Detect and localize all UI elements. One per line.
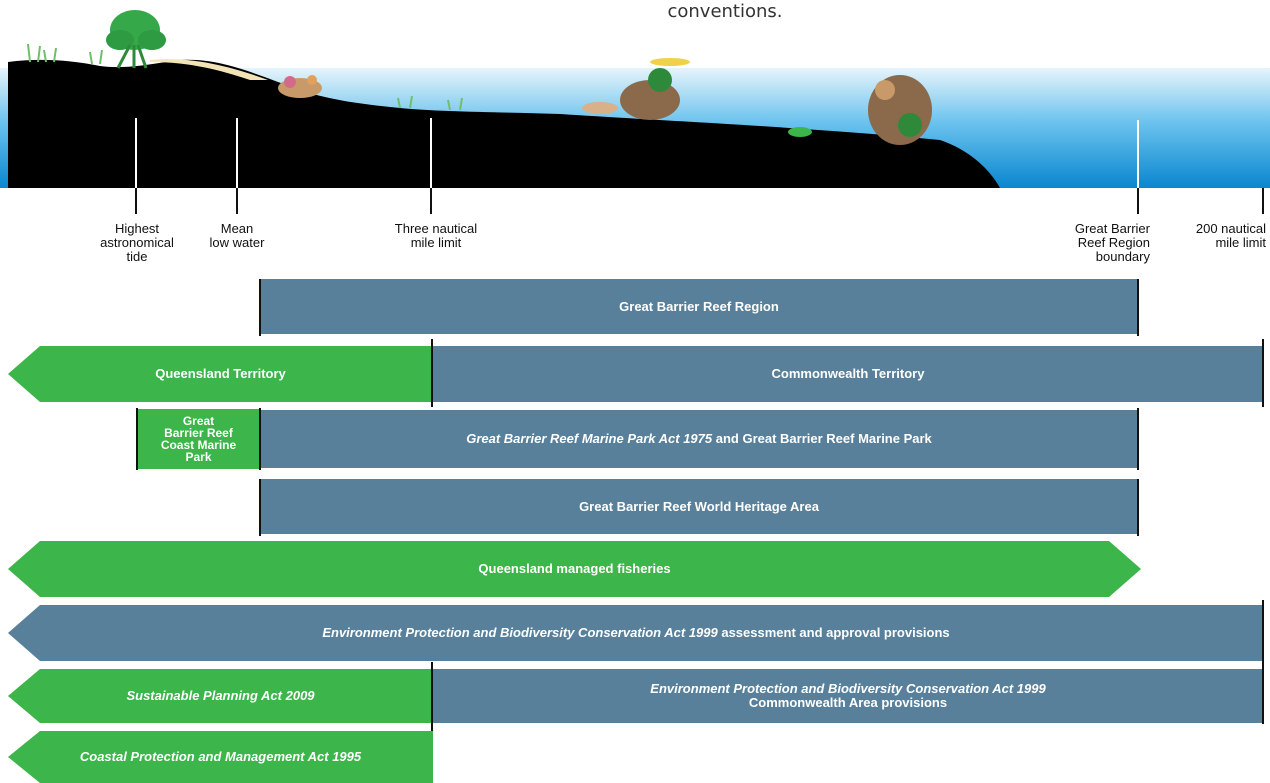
band-gbr-region: Great Barrier Reef Region (260, 279, 1138, 334)
divider (1137, 408, 1139, 470)
mangrove-tree-icon (106, 10, 166, 69)
band-epbc-commonwealth-area: Environment Protection and Biodiversity … (432, 669, 1264, 723)
tick-two-hundred-nm (1262, 188, 1264, 214)
divider (1137, 279, 1139, 336)
divider (1262, 664, 1264, 724)
arrow-queensland-territory: Queensland Territory (8, 346, 433, 402)
arrow-sustainable-planning-act: Sustainable Planning Act 2009 (8, 669, 433, 723)
divider (1137, 479, 1139, 536)
reef-cross-section (0, 10, 1270, 188)
text-sustainable-planning-act: Sustainable Planning Act 2009 (126, 688, 315, 703)
band-world-heritage-area: Great Barrier Reef World Heritage Area (260, 479, 1138, 534)
tick-mean-low (236, 118, 238, 214)
band-commonwealth-territory: Commonwealth Territory (432, 346, 1264, 402)
text-coastal-protection-act: Coastal Protection and Management Act 19… (79, 749, 362, 764)
divider (431, 339, 433, 407)
divider (259, 279, 261, 336)
beach-sand (150, 59, 268, 80)
arrow-coastal-protection-act: Coastal Protection and Management Act 19… (8, 731, 433, 783)
text-epbc-assessment: Environment Protection and Biodiversity … (322, 625, 950, 640)
divider (259, 479, 261, 536)
band-marine-park-act: Great Barrier Reef Marine Park Act 1975 … (260, 410, 1138, 468)
tick-gbr-boundary (1137, 120, 1139, 214)
seagrass-icon (27, 43, 463, 111)
arrow-epbc-assessment: Environment Protection and Biodiversity … (8, 605, 1264, 661)
divider (259, 408, 261, 470)
coral-cluster-icon (278, 58, 932, 145)
text-queensland-territory: Queensland Territory (155, 366, 286, 381)
divider (1262, 339, 1264, 407)
arrow-queensland-fisheries: Queensland managed fisheries (8, 541, 1141, 597)
divider (431, 662, 433, 783)
divider (1262, 600, 1264, 664)
divider (136, 408, 138, 470)
caption-fragment: conventions. (667, 1, 783, 22)
tick-three-nm (430, 118, 432, 214)
tick-highest-tide (135, 118, 137, 214)
text-queensland-fisheries: Queensland managed fisheries (478, 561, 671, 576)
seabed-profile (8, 59, 1000, 188)
